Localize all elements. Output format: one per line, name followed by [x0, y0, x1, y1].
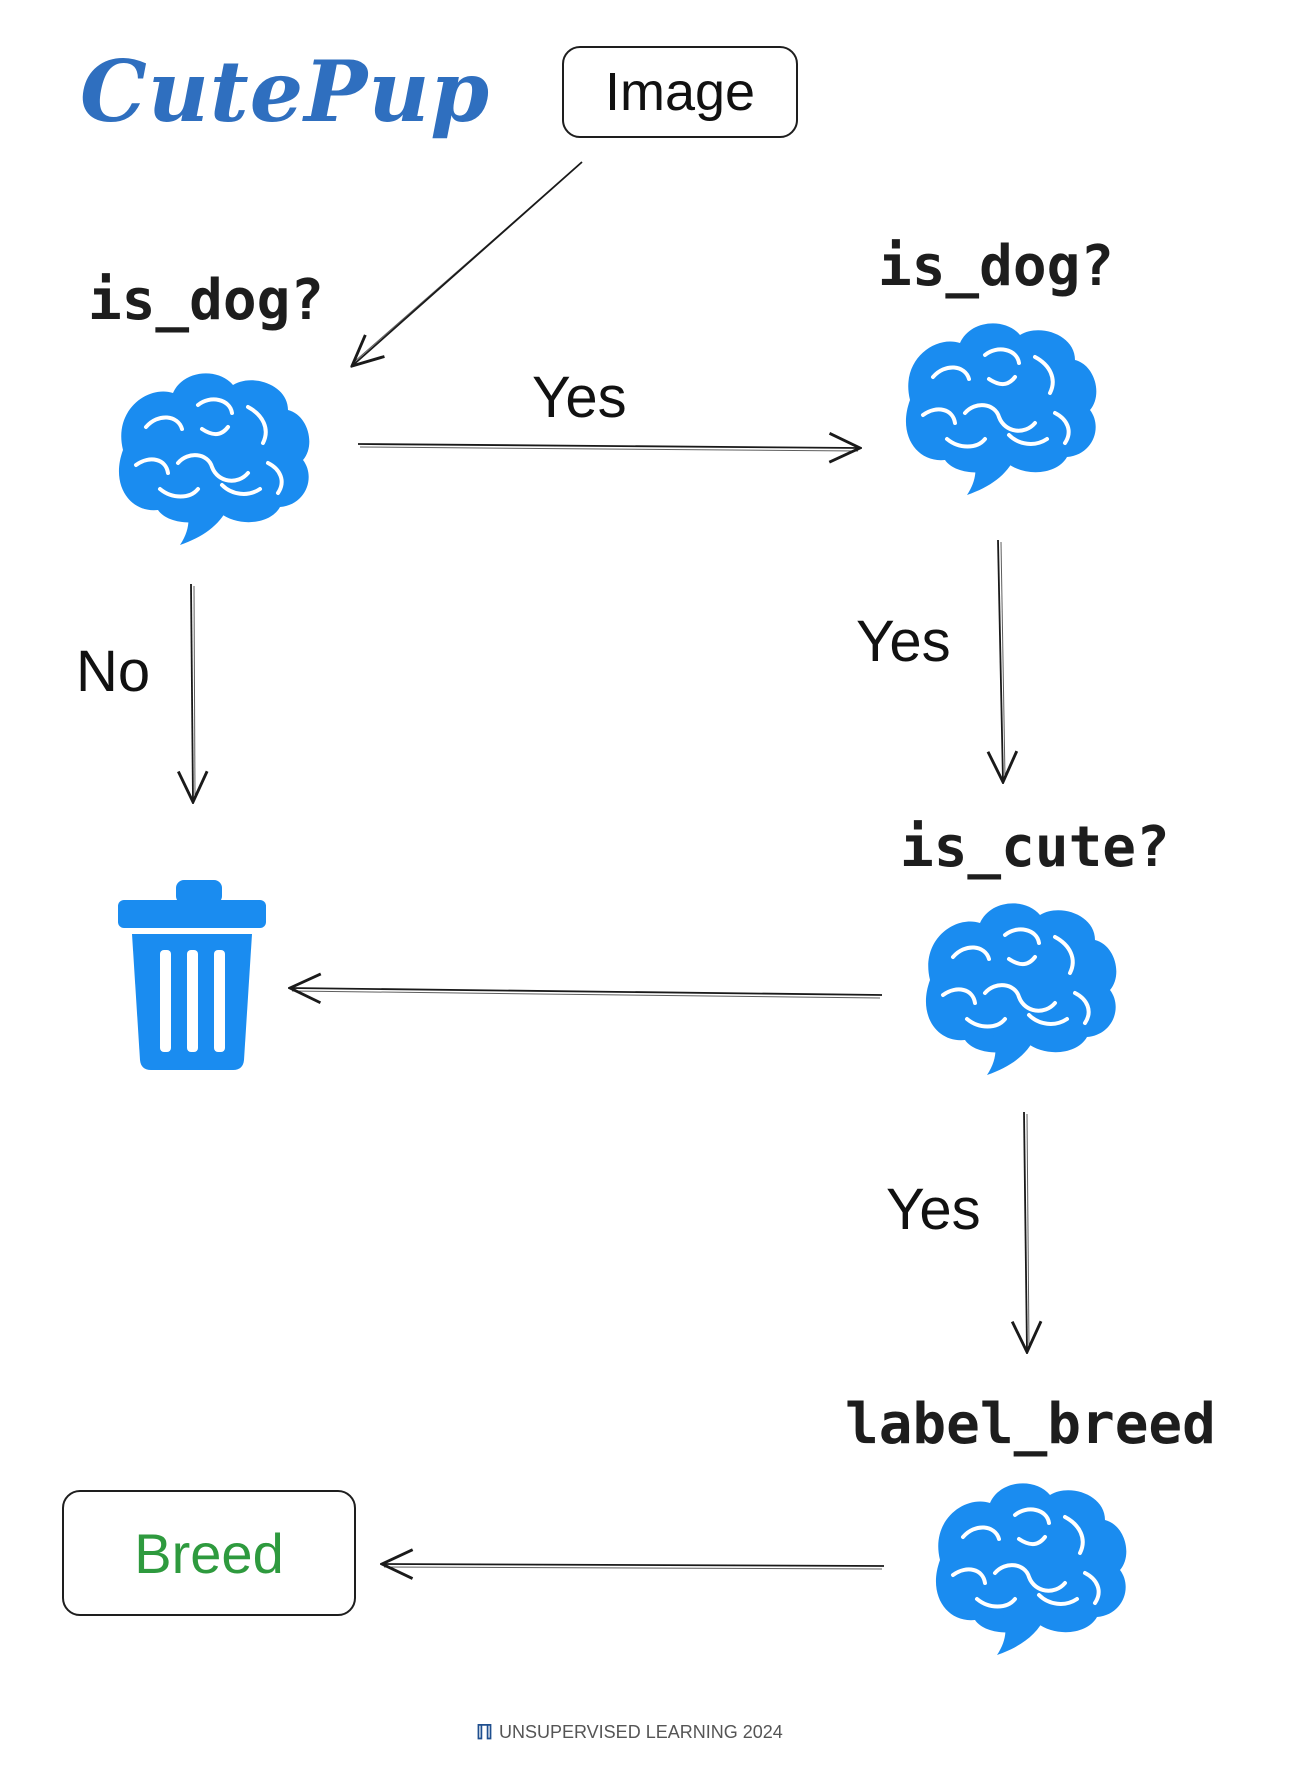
diagram-title: CutePup [80, 42, 491, 141]
footer-text: UNSUPERVISED LEARNING 2024 [498, 1722, 783, 1742]
edge-label-yes-2: Yes [856, 609, 951, 674]
arrow-no-to-trash [191, 583, 193, 802]
brain-icon [923, 901, 1119, 1077]
breed-output-box: Breed [62, 1490, 356, 1616]
arrow-yes-to-label-breed [1024, 1111, 1027, 1352]
image-input-box: Image [562, 46, 798, 138]
brain-icon [933, 1481, 1129, 1657]
breed-output-label: Breed [134, 1521, 284, 1585]
footer-brand: ℿ UNSUPERVISED LEARNING 2024 [476, 1720, 783, 1745]
brain-icon [116, 371, 312, 547]
edge-label-yes-3: Yes [886, 1177, 981, 1242]
brain-icon [903, 321, 1099, 497]
image-input-label: Image [604, 62, 756, 122]
edge-label-no-1: No [76, 639, 151, 704]
arrow-yes-to-is-dog-2 [357, 444, 860, 448]
edge-label-yes-1: Yes [532, 365, 627, 430]
is-cute-label: is_cute? [900, 815, 1170, 880]
arrow-yes-to-is-cute [998, 539, 1003, 782]
arrow-label-breed-to-breed [382, 1564, 885, 1566]
is-dog-label-1: is_dog? [88, 268, 325, 333]
arrow-is-cute-to-trash [290, 988, 883, 995]
label-breed-label: label_breed [845, 1392, 1216, 1457]
is-dog-label-2: is_dog? [878, 234, 1115, 299]
trash-icon [118, 880, 266, 1070]
logo-icon: ℿ [476, 1722, 493, 1744]
